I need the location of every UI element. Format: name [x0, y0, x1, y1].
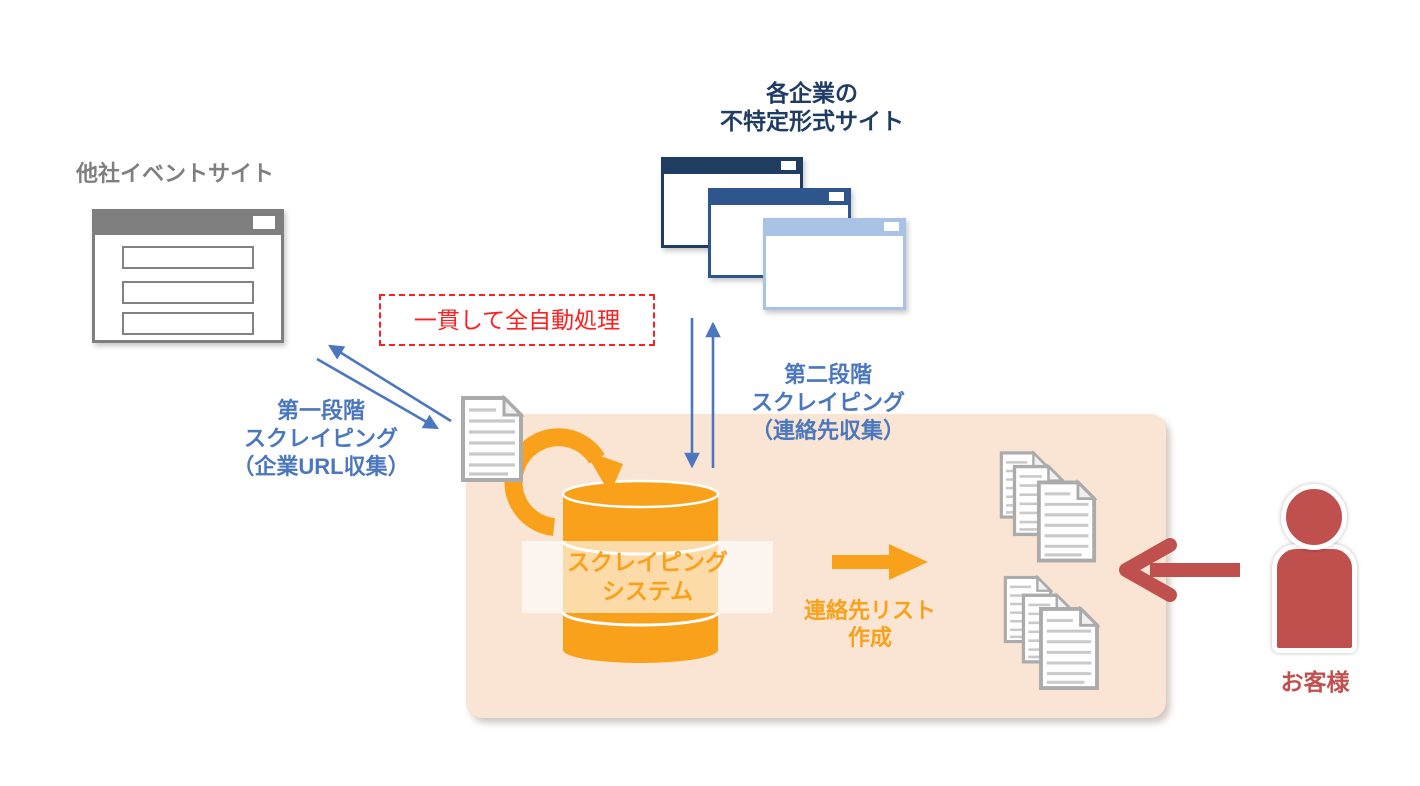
window-button-icon	[884, 222, 899, 231]
contact-list-line: 連絡先リスト	[803, 598, 936, 623]
window-titlebar	[661, 157, 803, 174]
list-row	[122, 312, 254, 335]
window-button-icon	[781, 161, 796, 170]
window-button-icon	[829, 192, 844, 201]
person-icon-head	[1281, 484, 1347, 550]
left-arrow-icon	[1119, 538, 1240, 602]
auto-process-label: 一貫して全自動処理	[413, 307, 621, 333]
list-row	[122, 246, 254, 269]
company-site-window-icon-3	[763, 218, 906, 310]
contact-list-line: 作成	[847, 625, 892, 650]
company-sites-title: 各企業の 不特定形式サイト	[662, 79, 962, 135]
person-icon-body	[1272, 544, 1357, 653]
window-titlebar	[763, 218, 906, 236]
stage2-scraping-label: 第二段階 スクレイピング （連絡先収集）	[718, 361, 938, 445]
contact-list-label: 連絡先リスト 作成	[788, 597, 952, 651]
window-button-icon	[253, 216, 275, 229]
document-stack-top	[999, 451, 1097, 563]
right-block-arrow-icon	[832, 544, 928, 580]
system-label-line: スクレイピング	[567, 549, 728, 575]
event-site-window-icon	[92, 209, 284, 343]
window-titlebar	[92, 209, 284, 235]
stage2-line: （連絡先収集）	[750, 418, 905, 443]
stage2-arrows	[684, 318, 721, 469]
window-body	[763, 236, 906, 310]
stage1-line: 第一段階	[276, 398, 365, 423]
customer-label: お客様	[1280, 669, 1350, 695]
stage1-line: （企業URL収集）	[232, 454, 410, 479]
auto-process-callout: 一貫して全自動処理	[379, 294, 655, 346]
system-label: スクレイピング システム	[522, 541, 773, 613]
document-icon	[1036, 480, 1097, 563]
list-row	[122, 281, 254, 304]
system-label-line: システム	[601, 578, 694, 604]
stage2-line: 第二段階	[783, 362, 872, 387]
diagonal-arrow-downright-icon	[316, 357, 440, 430]
window-titlebar	[708, 188, 851, 205]
window-body	[92, 235, 284, 343]
event-site-title: 他社イベントサイト	[76, 161, 275, 186]
title-line: 各企業の	[766, 80, 858, 106]
stage1-line: スクレイピング	[243, 426, 398, 451]
document-icon	[1039, 606, 1099, 691]
document-icon	[463, 398, 521, 480]
stage2-line: スクレイピング	[750, 390, 905, 415]
stage1-arrows	[316, 344, 452, 430]
diagonal-arrow-upleft-icon	[328, 344, 452, 423]
stage1-scraping-label: 第一段階 スクレイピング （企業URL収集）	[211, 397, 431, 481]
document-stack-bottom	[1003, 575, 1099, 691]
title-line: 不特定形式サイト	[720, 108, 904, 134]
